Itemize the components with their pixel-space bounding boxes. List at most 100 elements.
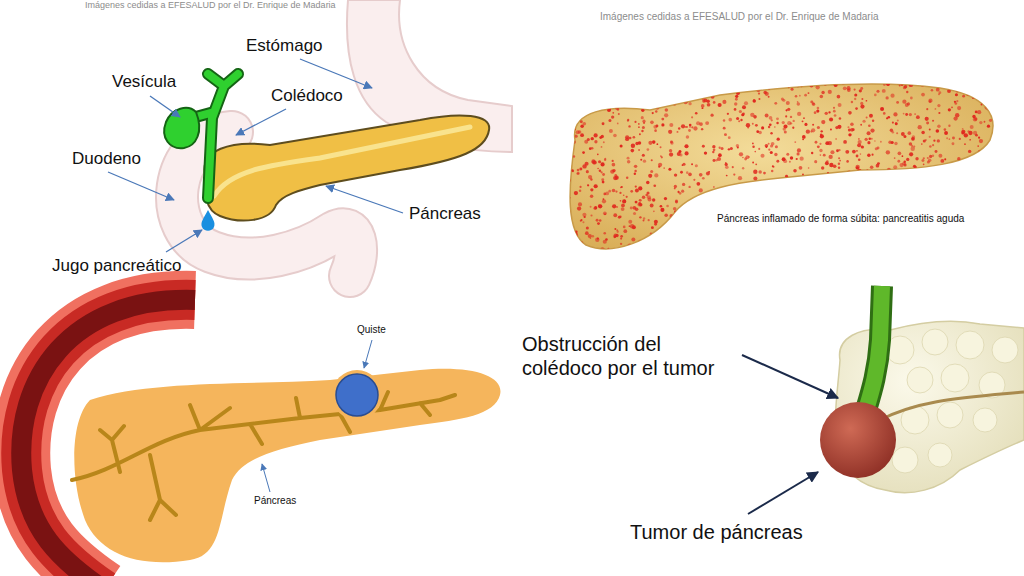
inflammation-dot [979, 139, 983, 143]
inflammation-dot [693, 227, 696, 230]
inflammation-dot [615, 105, 619, 109]
inflammation-dot [880, 107, 884, 111]
inflammation-dot [566, 146, 569, 149]
inflammation-dot [579, 167, 582, 170]
inflammation-dot [736, 258, 739, 261]
inflammation-dot [976, 87, 980, 91]
inflammation-dot [680, 171, 683, 174]
inflammation-dot [899, 181, 903, 185]
inflammation-dot [616, 177, 618, 179]
inflammation-dot [602, 173, 605, 176]
inflammation-dot [722, 100, 726, 104]
inflammation-dot [702, 177, 705, 180]
inflammation-dot [911, 145, 913, 147]
inflammation-dot [617, 231, 619, 233]
inflammation-dot [650, 170, 653, 173]
inflammation-dot [635, 185, 637, 187]
inflammation-dot [711, 95, 715, 99]
inflammation-dot [922, 195, 926, 199]
inflammation-dot [936, 239, 938, 241]
inflammation-dot [972, 96, 975, 99]
inflammation-dot [635, 189, 639, 193]
inflammation-dot [882, 89, 886, 93]
inflammation-dot [786, 153, 789, 156]
inflammation-dot [938, 173, 941, 176]
inflammation-dot [964, 209, 966, 211]
inflammation-dot [664, 214, 668, 218]
inflammation-dot [638, 123, 640, 125]
inflammation-dot [971, 220, 973, 222]
inflammation-dot [593, 207, 596, 210]
inflammation-dot [883, 112, 886, 115]
inflammation-dot [915, 157, 918, 160]
inflammation-dot [981, 185, 983, 187]
inflammation-dot [602, 199, 606, 203]
inflammation-dot [682, 163, 685, 166]
inflammation-dot [761, 235, 765, 239]
inflammation-dot [606, 103, 608, 105]
inflammation-dot [638, 141, 642, 145]
inflammation-dot [676, 254, 679, 257]
inflammation-dot [612, 163, 616, 167]
inflammation-dot [665, 108, 669, 112]
inflammation-dot [817, 107, 820, 110]
inflammation-dot [877, 203, 881, 207]
inflammation-dot [683, 252, 687, 256]
inflammation-dot [886, 226, 890, 230]
inflammation-dot [968, 131, 972, 135]
inflammation-dot [669, 214, 673, 218]
inflammation-dot [918, 179, 920, 181]
inflammation-dot [962, 95, 965, 98]
inflammation-dot [871, 138, 873, 140]
inflammation-dot [956, 100, 958, 102]
inflammation-dot [591, 96, 595, 100]
inflammation-dot [674, 173, 677, 176]
inflammation-dot [686, 171, 689, 174]
inflammation-dot [694, 95, 697, 98]
inflammation-dot [692, 218, 694, 220]
inflammation-dot [839, 160, 841, 162]
inflammation-dot [777, 197, 780, 200]
inflammation-dot [613, 134, 617, 138]
inflammation-dot [832, 183, 836, 187]
inflammation-dot [802, 120, 804, 122]
inflammation-dot [691, 214, 694, 217]
inflammation-dot [579, 241, 583, 245]
inflammation-dot [725, 166, 729, 170]
inflammation-dot [620, 238, 622, 240]
inflammation-dot [575, 85, 578, 88]
inflammation-dot [636, 245, 639, 248]
inflammation-dot [734, 102, 737, 105]
inflammation-dot [769, 123, 772, 126]
inflammation-dot [645, 99, 647, 101]
inflammation-dot [633, 251, 636, 254]
inflammation-dot [944, 131, 948, 135]
inflammation-dot [577, 169, 580, 172]
inflammation-dot [594, 133, 598, 137]
inflammation-dot [768, 199, 770, 201]
inflammation-dot [966, 184, 969, 187]
inflammation-dot [888, 232, 890, 234]
inflammation-dot [905, 113, 908, 116]
inflammation-dot [876, 211, 878, 213]
inflammation-dot [779, 256, 783, 260]
inflammation-dot [800, 157, 804, 161]
inflammation-dot [814, 205, 817, 208]
inflammation-dot [702, 97, 705, 100]
inflammation-dot [935, 150, 938, 153]
inflammation-dot [670, 255, 674, 259]
inflammation-dot [656, 143, 658, 145]
inflammation-dot [589, 81, 593, 85]
inflammation-dot [988, 168, 992, 172]
inflammation-dot [737, 234, 739, 236]
inflammation-dot [973, 205, 976, 208]
inflammation-dot [915, 254, 918, 257]
inflammation-dot [945, 184, 948, 187]
inflammation-dot [989, 247, 991, 249]
part-label: Páncreas [254, 495, 296, 507]
inflammation-dot [645, 244, 647, 246]
inflammation-dots [563, 78, 1001, 262]
inflammation-dot [591, 102, 594, 105]
inflammation-dot [817, 204, 821, 208]
inflammation-dot [761, 185, 764, 188]
